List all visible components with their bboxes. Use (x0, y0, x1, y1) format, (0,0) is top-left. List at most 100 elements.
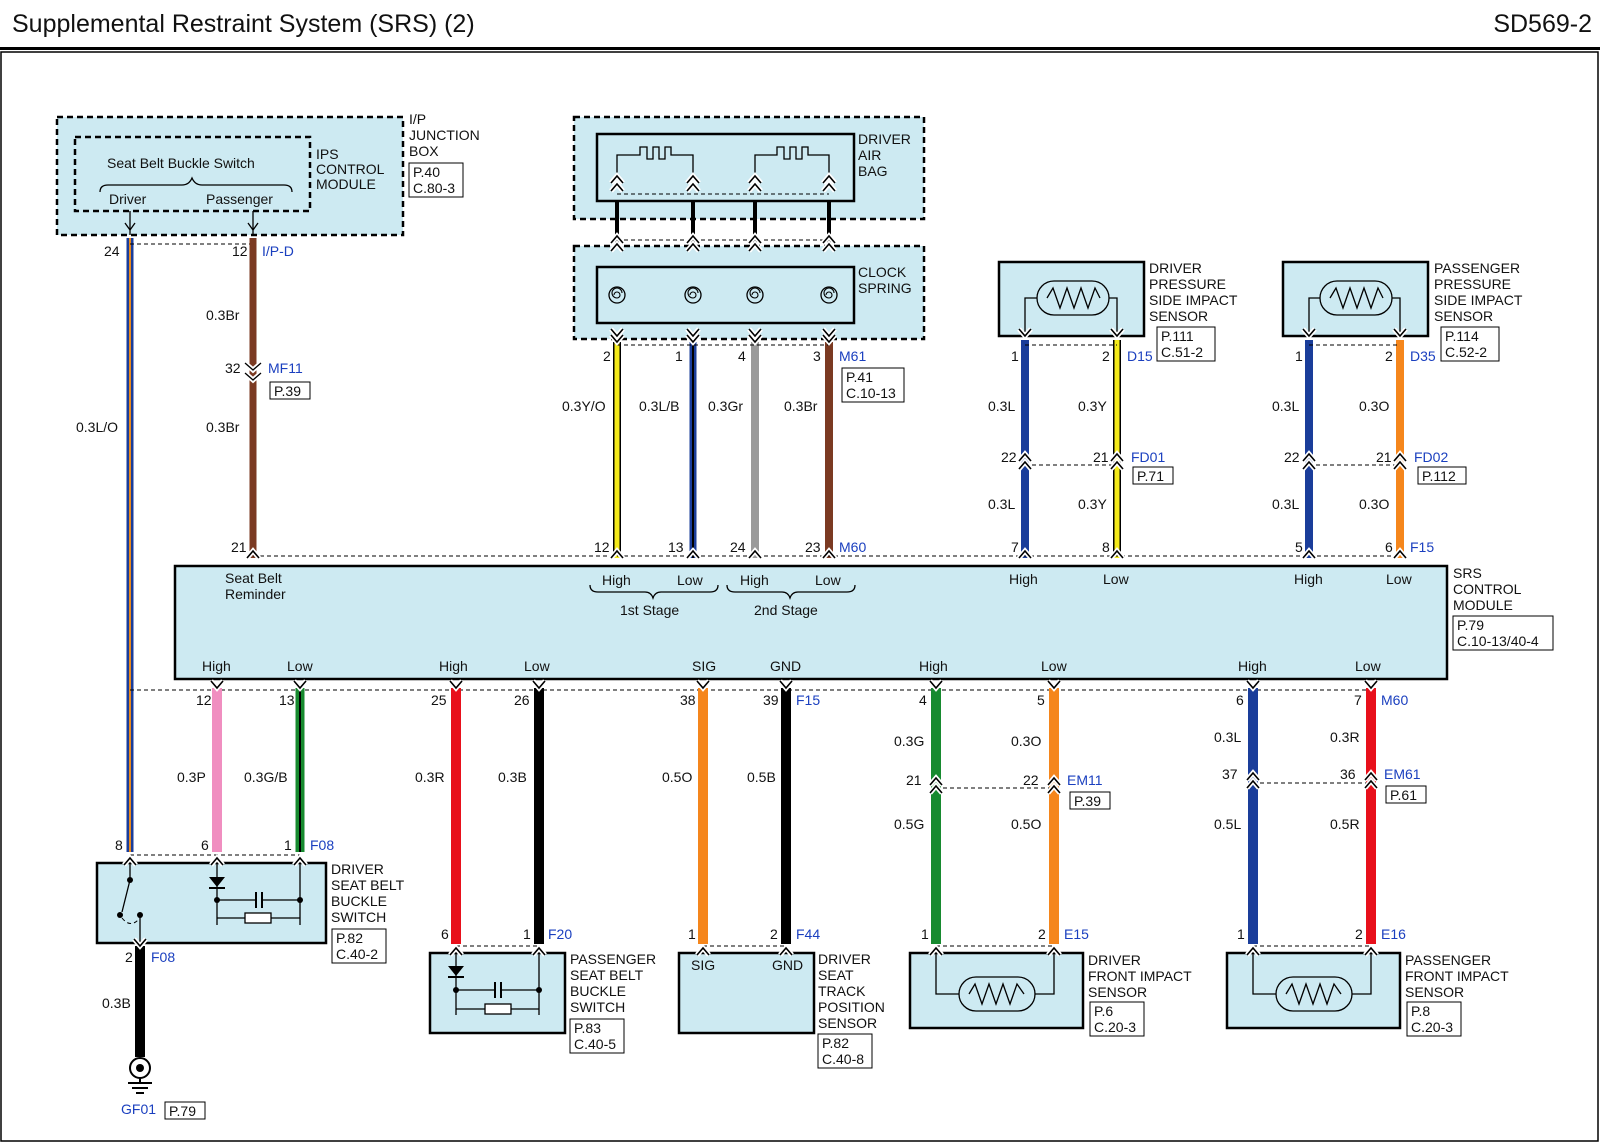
component-terminal-1 (532, 946, 546, 956)
svg-text:5: 5 (1037, 692, 1045, 708)
svg-text:C.40-2: C.40-2 (336, 946, 378, 962)
svg-text:2: 2 (770, 926, 778, 942)
svg-text:DRIVER: DRIVER (1088, 952, 1141, 968)
svg-text:CONTROL: CONTROL (1453, 581, 1522, 597)
svg-text:MODULE: MODULE (1453, 597, 1513, 613)
svg-text:37: 37 (1222, 766, 1238, 782)
component-terminal-4 (929, 946, 943, 956)
svg-text:PRESSURE: PRESSURE (1149, 276, 1226, 292)
svg-text:JUNCTION: JUNCTION (409, 127, 480, 143)
srs-bottom-terminal-7 (1047, 680, 1061, 690)
srs-bottom-terminal-2 (449, 680, 463, 690)
svg-text:FD01: FD01 (1131, 449, 1165, 465)
svg-text:SIG: SIG (691, 957, 715, 973)
svg-text:DRIVER: DRIVER (818, 951, 871, 967)
clock-top-terminal-0-b (610, 242, 624, 252)
srs-top-terminal-0 (246, 549, 260, 559)
svg-text:4: 4 (738, 348, 746, 364)
srs-top-terminal-8 (1393, 549, 1407, 559)
svg-text:P.112: P.112 (1422, 468, 1456, 484)
svg-text:SENSOR: SENSOR (818, 1015, 877, 1031)
svg-text:P.114: P.114 (1445, 328, 1479, 344)
svg-text:0.3Br: 0.3Br (206, 419, 240, 435)
svg-text:P.71: P.71 (1137, 468, 1164, 484)
svg-text:1: 1 (1237, 926, 1245, 942)
srs-bottom-terminal-3 (532, 680, 546, 690)
svg-text:0.5G: 0.5G (894, 816, 924, 832)
svg-text:1: 1 (284, 837, 292, 853)
svg-text:CONTROL: CONTROL (316, 161, 385, 177)
svg-text:1: 1 (1011, 348, 1019, 364)
passenger-front-impact-sensor: PASSENGER FRONT IMPACT SENSOR P.8 C.20-3 (1225, 951, 1509, 1037)
svg-text:FRONT IMPACT: FRONT IMPACT (1405, 968, 1509, 984)
svg-text:P.8: P.8 (1411, 1003, 1430, 1019)
airbag-terminal-0-a (610, 174, 624, 184)
svg-text:0.3O: 0.3O (1011, 733, 1041, 749)
svg-text:21: 21 (1376, 449, 1392, 465)
svg-text:21: 21 (231, 539, 247, 555)
svg-text:0.5O: 0.5O (662, 769, 692, 785)
driver-pressure-side-impact-sensor: DRIVER PRESSURE SIDE IMPACT SENSOR P.111… (997, 260, 1238, 362)
srs-bottom-terminal-0 (210, 680, 224, 690)
em11-inline-1-a (1047, 776, 1061, 786)
svg-text:22: 22 (1001, 449, 1017, 465)
page-title: Supplemental Restraint System (SRS) (2) (12, 10, 475, 38)
svg-text:POSITION: POSITION (818, 999, 885, 1015)
em61-inline-1-b (1364, 779, 1378, 789)
side-sensor-terminal-2 (1302, 328, 1316, 338)
svg-text:0.3Br: 0.3Br (784, 398, 818, 414)
clock-top-terminal-2-a (748, 234, 762, 244)
side-sensor-terminal-1 (1110, 328, 1124, 338)
svg-text:M61: M61 (839, 348, 866, 364)
svg-text:I/P: I/P (409, 111, 426, 127)
svg-text:C.40-5: C.40-5 (574, 1036, 616, 1052)
svg-text:PASSENGER: PASSENGER (1434, 260, 1520, 276)
fd-inline-0-a (1018, 452, 1032, 462)
em61-inline-0-a (1246, 771, 1260, 781)
clock-top-terminal-0-a (610, 234, 624, 244)
svg-text:SENSOR: SENSOR (1434, 308, 1493, 324)
component-terminal-2 (696, 946, 710, 956)
svg-text:Reminder: Reminder (225, 586, 286, 602)
em11-inline-0-b (929, 784, 943, 794)
svg-text:SWITCH: SWITCH (570, 999, 625, 1015)
driver-front-impact-sensor: DRIVER FRONT IMPACT SENSOR P.6 C.20-3 (908, 951, 1192, 1037)
srs-control-module: Seat Belt Reminder High Low High Low 1st… (173, 564, 1554, 681)
svg-text:2nd Stage: 2nd Stage (754, 602, 818, 618)
svg-text:C.10-13: C.10-13 (846, 385, 896, 401)
svg-text:P.41: P.41 (846, 369, 873, 385)
svg-text:C.20-3: C.20-3 (1411, 1019, 1453, 1035)
driver-buckle-terminal-1 (210, 856, 224, 866)
svg-text:36: 36 (1340, 766, 1356, 782)
svg-text:3: 3 (813, 348, 821, 364)
clock-bottom-terminal-1 (686, 328, 700, 338)
svg-text:1st Stage: 1st Stage (620, 602, 679, 618)
frame (0, 51, 1599, 1142)
seat-belt-buckle-switch-label: Seat Belt Buckle Switch (107, 155, 255, 171)
clock-spring: CLOCK SPRING (572, 244, 926, 341)
svg-text:C.10-13/40-4: C.10-13/40-4 (1457, 633, 1539, 649)
svg-text:38: 38 (680, 692, 696, 708)
svg-text:23: 23 (805, 539, 821, 555)
svg-text:DRIVER: DRIVER (858, 131, 911, 147)
svg-text:P.82: P.82 (822, 1035, 849, 1051)
page-code: SD569-2 (1493, 10, 1592, 38)
ip-junction-box: Seat Belt Buckle Switch Driver Passenger… (55, 111, 480, 237)
svg-text:D35: D35 (1410, 348, 1436, 364)
svg-text:F15: F15 (796, 692, 820, 708)
svg-text:0.3O: 0.3O (1359, 398, 1389, 414)
svg-text:P.82: P.82 (336, 930, 363, 946)
clock-top-terminal-3-a (822, 234, 836, 244)
svg-text:21: 21 (906, 772, 922, 788)
svg-text:P.111: P.111 (1161, 328, 1194, 344)
driver-seat-belt-buckle-switch: DRIVER SEAT BELT BUCKLE SWITCH P.82 C.40… (95, 861, 405, 964)
svg-text:P.79: P.79 (1457, 617, 1484, 633)
svg-text:0.3L: 0.3L (988, 496, 1015, 512)
svg-text:7: 7 (1011, 539, 1019, 555)
ground-gf01: GF01 (121, 1101, 156, 1117)
svg-text:6: 6 (1385, 539, 1393, 555)
fd-inline-3-a (1393, 452, 1407, 462)
svg-text:M60: M60 (839, 539, 866, 555)
srs-bottom-terminal-4 (696, 680, 710, 690)
